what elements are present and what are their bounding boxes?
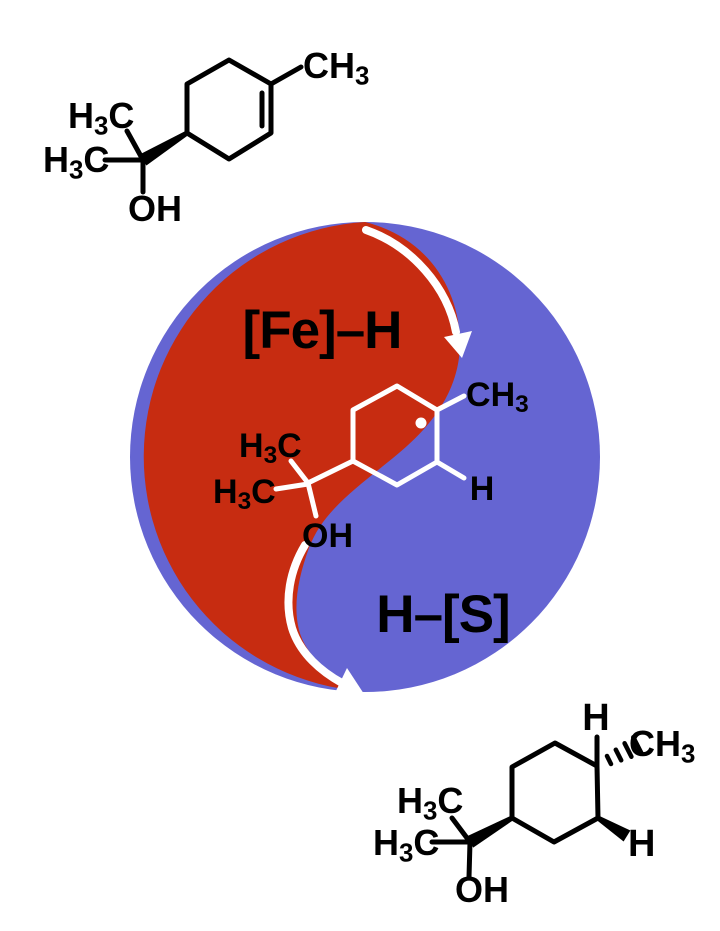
radical-gem-methyl-top-label: H3C [239,427,302,469]
substrate-structure: CH3 H3C H3C OH [43,45,369,229]
substrate-gem-methyl-left-label: H3C [43,139,109,184]
substrate-methyl-bond [268,64,304,87]
radical-methyl-label: CH3 [466,376,529,418]
hat-arrow-bottom [284,541,346,687]
radical-hydrogen-label: H [470,470,495,508]
product-gem-methyl-left-label: H3C [373,822,439,867]
radical-gem-methyl-top-bond [288,458,311,486]
radical-hydroxyl-label: OH [302,517,353,555]
hat-arrow-top-head [444,331,472,358]
substrate-methyl-label: CH3 [303,45,369,90]
radical-hydroxyl-bond [305,480,319,519]
product-hydroxyl-label: OH [455,869,509,910]
radical-intermediate-structure: CH3 H H3C H3C OH [213,376,529,555]
product-gem-methyl-top-label: H3C [397,780,463,825]
substrate-ring [184,57,274,162]
cycle-red-half [143,222,461,691]
product-side-chain-wedge [466,815,514,848]
fe-h-label: [Fe]–H [243,301,402,360]
radical-hydrogen-bond [434,459,467,481]
product-hydrogen-top-label: H [582,697,609,739]
product-ring [509,740,601,845]
product-hydroxyl-bond [466,839,473,880]
hat-arrow-bottom-head [334,668,364,695]
substrate-gem-methyl-top-label: H3C [68,95,134,140]
radical-gem-methyl-left-bond [273,481,311,492]
hat-arrow-top [362,226,460,336]
product-gem-methyl-top-bond [449,815,473,845]
substrate-hydroxyl-label: OH [128,188,182,229]
radical-methyl-bond [434,393,467,413]
radical-gem-methyl-left-label: H3C [213,473,276,515]
catalytic-cycle-circle: [Fe]–H H–[S] CH3 H H3C H3C OH [130,222,600,695]
product-hydrogen-right-wedge [596,815,631,842]
radical-dot [415,417,427,429]
product-structure: H CH3 H H3C H3C OH [373,697,695,910]
product-methyl-hash-wedge [604,735,644,767]
substrate-wedge-bond [139,130,189,166]
radical-side-chain-bond [305,458,356,486]
substrate-gem-methyl-top-bond [124,128,146,163]
product-hydrogen-right-label: H [628,823,655,865]
product-methyl-label: CH3 [629,723,695,768]
h-s-label: H–[S] [376,585,509,644]
